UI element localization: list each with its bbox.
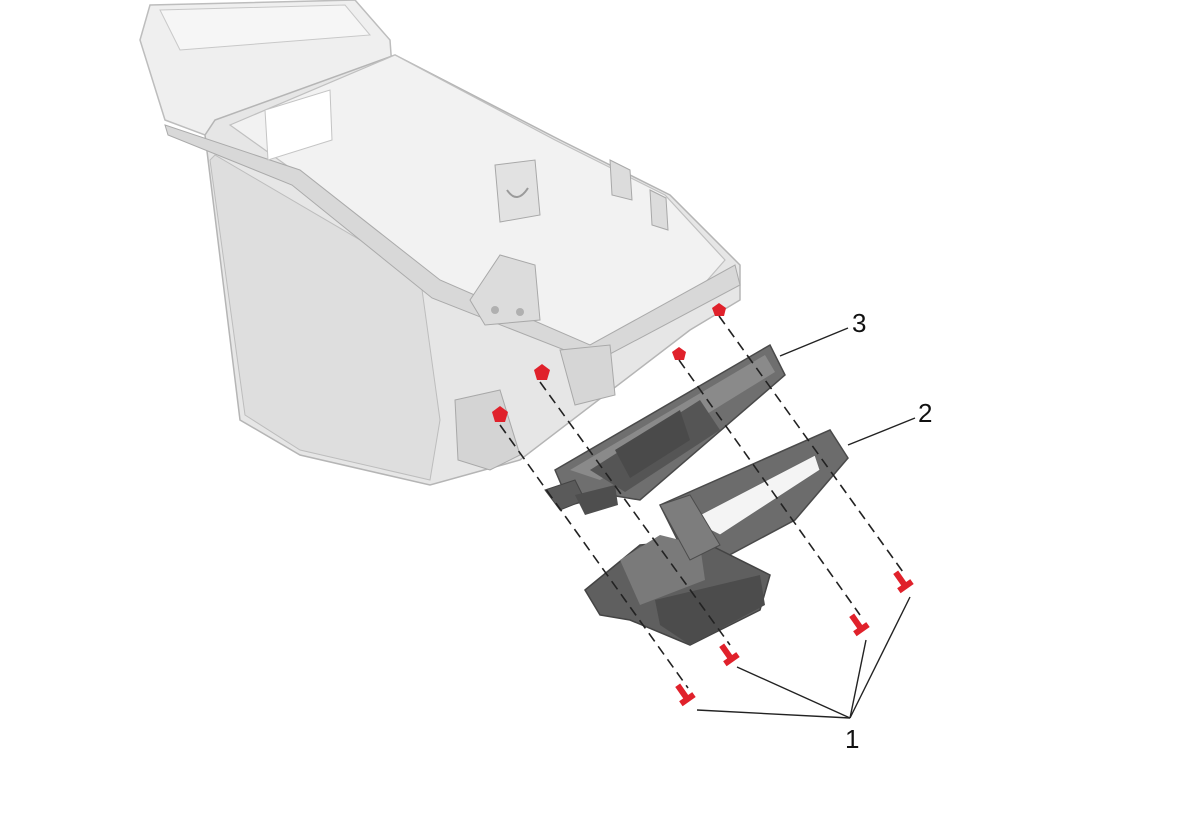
console-storage-bin [139,0,741,486]
alignment-line [499,424,689,689]
fasteners-part-1 [675,570,914,707]
mounting-plate-part-3 [544,343,786,515]
leader-line-1 [696,709,851,719]
leader-line-3 [779,327,849,357]
alignment-lines [499,315,904,689]
bezel-frame-part-2 [584,429,849,646]
alignment-line [539,381,731,646]
leader-line-1 [736,666,851,719]
leader-line-2 [847,417,916,446]
callout-1: 1 [845,724,859,754]
callout-3: 3 [852,308,866,338]
alignment-line [678,359,861,616]
alignment-line [718,315,904,573]
fastener [719,643,740,667]
fastener [893,570,914,594]
leader-line-1 [849,596,911,719]
leader-line-1 [849,639,867,719]
fastener [675,683,696,707]
fastener [849,613,870,637]
leader-lines [696,327,916,719]
callout-2: 2 [918,398,932,428]
